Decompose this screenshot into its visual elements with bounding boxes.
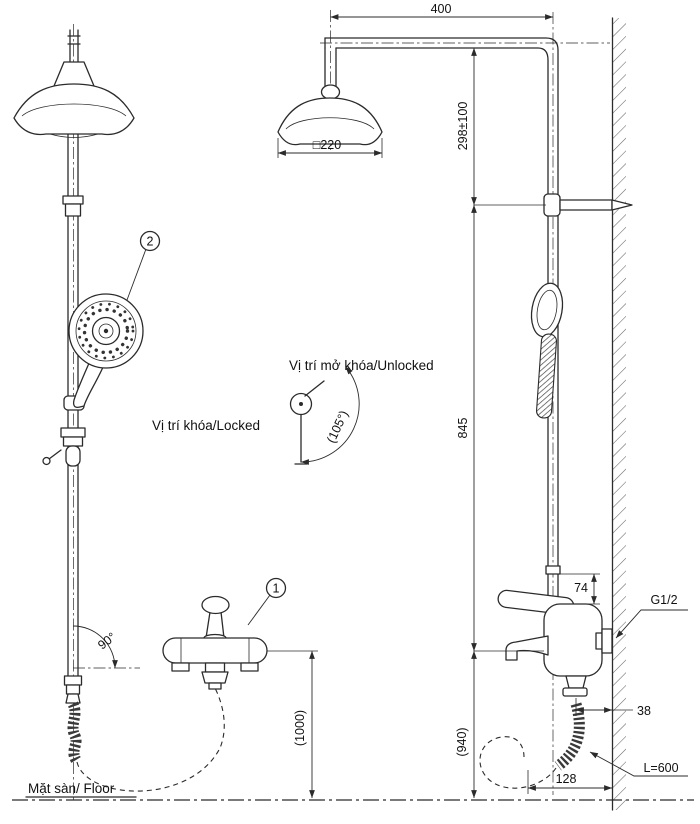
overhead-shower-head-side (277, 97, 383, 146)
hose-loop-dashed (479, 736, 557, 789)
dim-head-size: □220 (277, 138, 383, 158)
svg-text:G1/2: G1/2 (650, 593, 677, 607)
anchor-screw (611, 199, 633, 211)
dim-mixer-to-floor: (1000) (267, 650, 318, 799)
callout-mixer: 1 (247, 577, 287, 626)
dim-head-offset: 298±100 (456, 47, 546, 206)
callout-1-circle (265, 577, 287, 599)
wall-hatch (613, 18, 626, 810)
clamp-knob (42, 456, 51, 466)
mixer-body-side (543, 603, 603, 677)
svg-text:L=600: L=600 (643, 761, 678, 775)
riser-pipe (67, 61, 79, 691)
label-hose-length: L=600 (589, 751, 688, 777)
riser-collar (545, 565, 561, 575)
callout-handshower: 2 (126, 230, 161, 301)
flexible-hose-coil (67, 701, 82, 763)
mixer-side (497, 589, 613, 697)
top-inlet-fitting (53, 29, 95, 87)
dim-1000-label: (1000) (293, 710, 307, 746)
hand-shower-side (530, 282, 564, 419)
mixer-handle-knob (201, 595, 230, 615)
svg-text:400: 400 (431, 2, 452, 16)
dim-column-height: 845 (456, 204, 544, 652)
svg-text:74: 74 (574, 581, 588, 595)
dim-wall-to-outlet: 38 (575, 698, 651, 718)
bottom-fitting (63, 675, 83, 704)
callout-2-circle (139, 230, 161, 252)
locked-label: Vị trí khóa/Locked (152, 418, 260, 433)
rotation-arc (300, 366, 360, 465)
dim-top-width: 400 (330, 2, 554, 20)
handshower-grip (536, 333, 557, 419)
mixer-spout-side (505, 635, 549, 661)
hose-routing-dashed (76, 687, 225, 792)
angle-90-annotation: 90° (72, 625, 140, 669)
label-connection-thread: G1/2 (615, 593, 688, 639)
floor: Mặt sàn/ Floor (12, 781, 694, 801)
lever-unlocked-position (304, 380, 325, 397)
callout-2-label: 2 (147, 235, 154, 249)
hose-nut (562, 687, 588, 697)
svg-text:(940): (940) (455, 727, 469, 756)
slider-clamp (42, 427, 86, 467)
mixer-front (162, 595, 268, 690)
dim-outlet-to-floor: (940) (455, 650, 477, 799)
mixer-outlet-nut (201, 671, 229, 684)
lock-detail: Vị trí mở khóa/Unlocked Vị trí khóa/Lock… (152, 358, 434, 465)
ball-joint (320, 84, 341, 100)
side-view (277, 10, 633, 811)
svg-text:845: 845 (456, 418, 470, 439)
top-pipe-and-riser (320, 37, 559, 601)
mixer-wall-nut-left (171, 662, 190, 672)
wall-connector (601, 628, 613, 654)
slider-joint (62, 195, 84, 217)
dim-bracket-offset: 74 (553, 573, 600, 605)
svg-text:38: 38 (637, 704, 651, 718)
handshower-handle (72, 360, 105, 408)
clamp-knob-lever (48, 449, 62, 460)
wall-mount-bracket (543, 193, 633, 217)
hand-shower (68, 293, 144, 408)
dimensions: 400 □220 298±100 845 (940) 74 (277, 2, 688, 799)
mixer-wall-nut-right (240, 662, 259, 672)
unlocked-label: Vị trí mở khóa/Unlocked (289, 358, 434, 373)
svg-text:□220: □220 (313, 138, 341, 152)
lever-locked-position (294, 413, 308, 465)
svg-text:128: 128 (556, 772, 577, 786)
front-view: 2 90° (13, 24, 318, 802)
angle-90-label: 90° (95, 630, 119, 653)
svg-text:298±100: 298±100 (456, 102, 470, 151)
dim-hose-loop-width: 128 (527, 770, 613, 794)
overhead-shower-head (13, 83, 135, 138)
mixer-body (162, 637, 268, 664)
callout-1-label: 1 (273, 582, 280, 596)
floor-label: Mặt sàn/ Floor (28, 781, 115, 796)
